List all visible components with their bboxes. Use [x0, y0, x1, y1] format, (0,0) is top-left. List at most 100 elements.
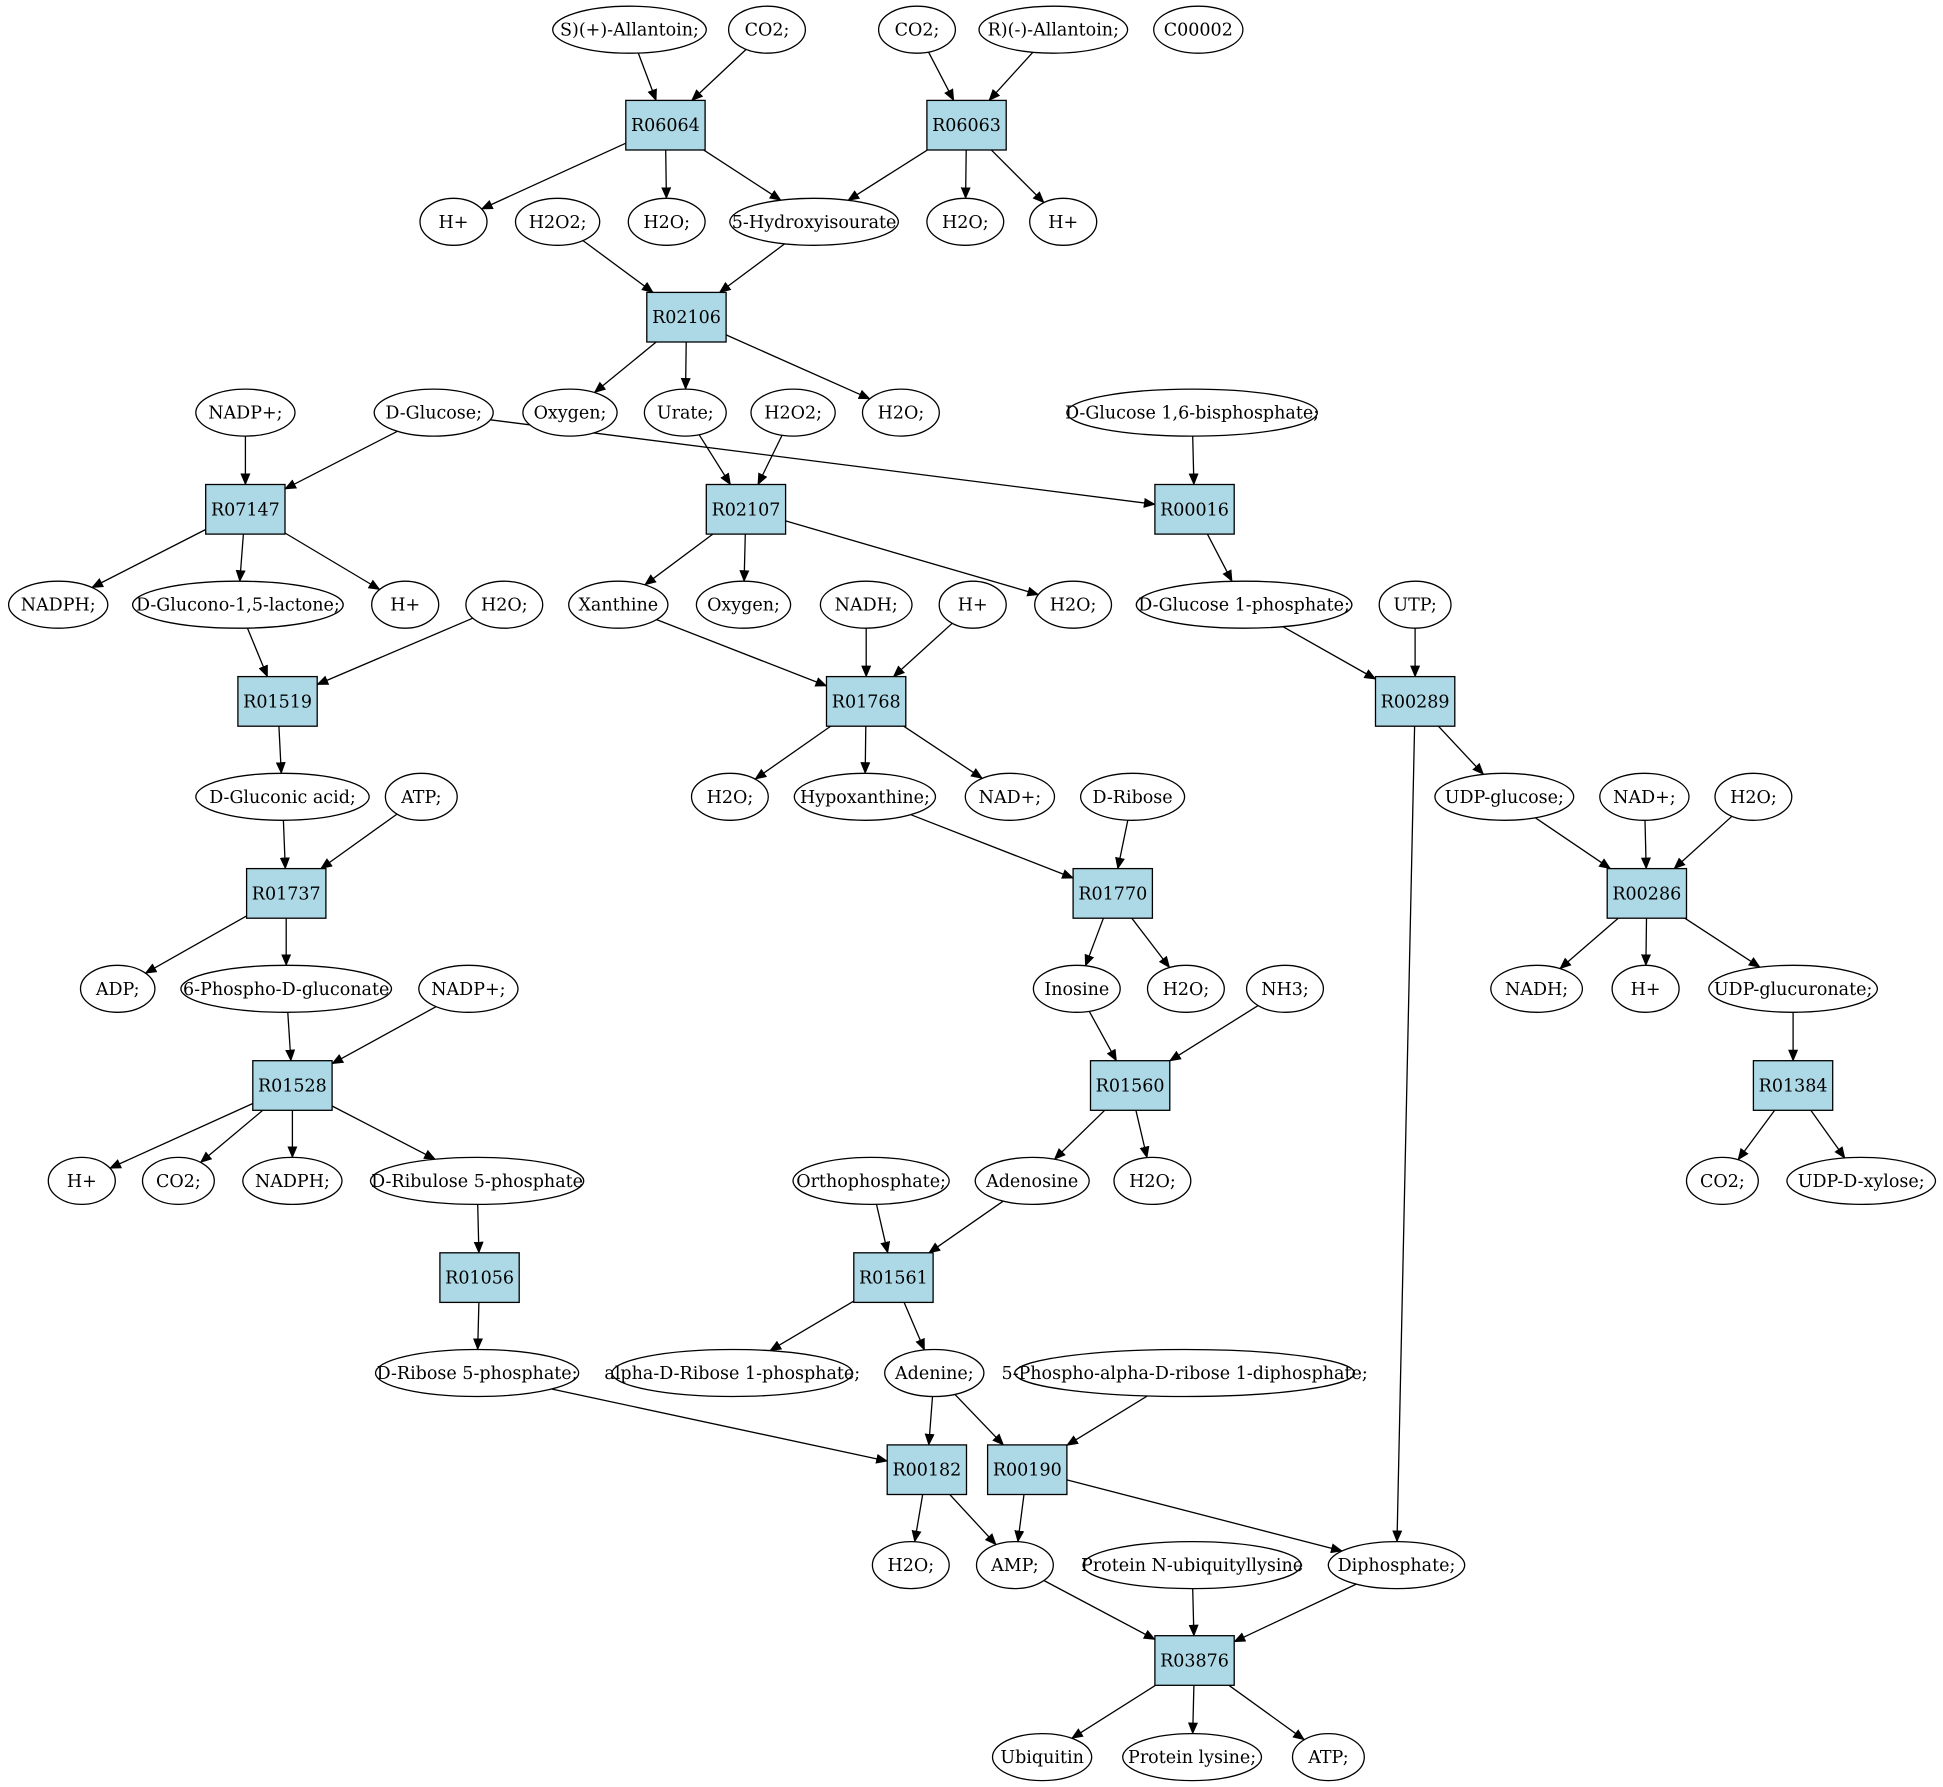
reaction-node-r06064[interactable]: R06064 [625, 99, 706, 151]
compound-node-dglucose[interactable]: D-Glucose; [373, 388, 494, 437]
compound-node-udpglucuronate[interactable]: UDP-glucuronate; [1708, 964, 1879, 1013]
compound-node-h2o-d[interactable]: H2O; [465, 580, 544, 629]
compound-node-h2o-c[interactable]: H2O; [861, 388, 940, 437]
compound-node-pnub[interactable]: Protein N-ubiquityllysine [1081, 1540, 1303, 1590]
compound-node-diphosphate[interactable]: Diphosphate; [1327, 1540, 1466, 1590]
compound-node-nadp-a[interactable]: NADP+; [195, 388, 296, 437]
compound-node-dribose[interactable]: D-Ribose [1079, 772, 1186, 821]
node-label: S)(+)-Allantoin; [560, 21, 699, 41]
compound-node-orthophosphate[interactable]: Orthophosphate; [792, 1156, 950, 1206]
compound-node-hplus-d[interactable]: H+ [938, 580, 1007, 629]
compound-node-co2-a[interactable]: CO2; [727, 5, 807, 54]
compound-node-h2o-g[interactable]: H2O; [1714, 772, 1793, 821]
compound-node-h2o-e[interactable]: H2O; [1034, 580, 1113, 629]
compound-node-oxygen-a[interactable]: Oxygen; [522, 388, 618, 437]
edge-c_adenine-to-r_R00190 [954, 1393, 1005, 1446]
compound-node-r5p[interactable]: D-Ribose 5-phosphate; [374, 1348, 580, 1398]
compound-node-amp[interactable]: AMP; [975, 1540, 1054, 1590]
compound-node-hypoxanthine[interactable]: Hypoxanthine; [793, 772, 937, 821]
compound-node-glucono[interactable]: D-Glucono-1,5-lactone; [131, 580, 344, 629]
compound-node-plysine[interactable]: Protein lysine; [1122, 1732, 1263, 1782]
compound-node-inosine[interactable]: Inosine [1032, 964, 1121, 1013]
compound-node-nad-a[interactable]: NAD+; [964, 772, 1056, 821]
compound-node-utp[interactable]: UTP; [1378, 580, 1452, 629]
reaction-node-r00289[interactable]: R00289 [1374, 675, 1456, 727]
compound-node-hplus-c[interactable]: H+ [371, 580, 440, 629]
compound-node-nad-b[interactable]: NAD+; [1599, 772, 1690, 821]
compound-node-6pg[interactable]: 6-Phospho-D-gluconate [180, 964, 393, 1013]
reaction-node-r01519[interactable]: R01519 [237, 675, 318, 727]
reaction-node-r02107[interactable]: R02107 [705, 483, 787, 535]
compound-node-h2o-a[interactable]: H2O; [627, 197, 706, 246]
compound-node-oxygen-b[interactable]: Oxygen; [695, 580, 792, 629]
reaction-node-r01384[interactable]: R01384 [1752, 1060, 1834, 1111]
compound-ellipse [974, 1156, 1090, 1206]
edge-c_r5p-to-r_R00182 [551, 1388, 889, 1464]
compound-node-co2-c[interactable]: CO2; [141, 1156, 215, 1206]
edge-r_R01561-to-c_adenine [903, 1302, 925, 1351]
compound-node-udpglucose[interactable]: UDP-glucose; [1434, 772, 1575, 821]
compound-node-nadph-a[interactable]: NADPH; [7, 580, 109, 629]
compound-node-hplus-b[interactable]: H+ [1029, 197, 1098, 246]
compound-node-h2o2-a[interactable]: H2O2; [514, 197, 601, 246]
compound-node-nadh-b[interactable]: NADH; [1490, 964, 1584, 1013]
node-label: Protein lysine; [1128, 1748, 1256, 1768]
compound-node-hplus-f[interactable]: H+ [47, 1156, 116, 1206]
compound-node-gluconic[interactable]: D-Gluconic acid; [195, 772, 370, 821]
compound-node-co2-d[interactable]: CO2; [1685, 1156, 1759, 1206]
edge-r_R06063-to-c_h2o_b [960, 149, 971, 200]
compound-node-h2o-b[interactable]: H2O; [926, 197, 1005, 246]
compound-node-urate[interactable]: Urate; [643, 388, 727, 437]
compound-node-h2o-f[interactable]: H2O; [690, 772, 769, 821]
reaction-node-r01561[interactable]: R01561 [853, 1252, 934, 1304]
compound-node-h2o2-b[interactable]: H2O2; [750, 388, 836, 437]
compound-node-r-allantoin[interactable]: R)(-)-Allantoin; [978, 5, 1129, 54]
compound-node-udpxylose[interactable]: UDP-D-xylose; [1786, 1156, 1937, 1206]
reaction-node-r07147[interactable]: R07147 [205, 483, 286, 535]
compound-node-g1p[interactable]: D-Glucose 1-phosphate; [1135, 580, 1353, 629]
reaction-node-r01768[interactable]: R01768 [825, 675, 907, 727]
edge-r_R00016-to-c_g1p [1206, 533, 1233, 583]
compound-node-hplus-e[interactable]: H+ [1611, 964, 1680, 1013]
compound-node-adenine[interactable]: Adenine; [884, 1348, 985, 1398]
reaction-node-r02106[interactable]: R02106 [646, 291, 727, 343]
compound-node-ru5p[interactable]: D-Ribulose 5-phosphate [369, 1156, 585, 1206]
compound-node-atp-b[interactable]: ATP; [1291, 1732, 1365, 1782]
compound-node-nh3[interactable]: NH3; [1245, 964, 1325, 1013]
compound-node-adenosine[interactable]: Adenosine [974, 1156, 1090, 1206]
reaction-node-r06063[interactable]: R06063 [926, 99, 1007, 151]
compound-node-c00002[interactable]: C00002 [1153, 5, 1244, 54]
compound-node-h2o-j[interactable]: H2O; [871, 1540, 950, 1590]
compound-node-hplus-a[interactable]: H+ [419, 197, 488, 246]
compound-node-nadph-b[interactable]: NADPH; [242, 1156, 343, 1206]
compound-node-g16bp[interactable]: D-Glucose 1,6-bisphosphate; [1065, 388, 1319, 437]
reaction-node-r01737[interactable]: R01737 [245, 867, 327, 919]
reaction-node-r01560[interactable]: R01560 [1089, 1060, 1171, 1111]
reaction-node-r01528[interactable]: R01528 [252, 1060, 333, 1111]
node-label: UDP-glucose; [1445, 788, 1564, 808]
reaction-node-r00190[interactable]: R00190 [986, 1444, 1068, 1496]
compound-node-5hiu[interactable]: 5-Hydroxyisourate [729, 197, 900, 246]
compound-node-ubiquitin[interactable]: Ubiquitin [991, 1732, 1093, 1782]
compound-node-adp[interactable]: ADP; [79, 964, 156, 1013]
compound-node-prpp[interactable]: 5-Phospho-alpha-D-ribose 1-diphosphate; [1001, 1348, 1368, 1398]
edge-r_R01560-to-c_adenosine [1053, 1109, 1106, 1160]
compound-node-s-allantoin[interactable]: S)(+)-Allantoin; [552, 5, 707, 54]
node-label: NADH; [835, 596, 898, 616]
compound-node-atp-a[interactable]: ATP; [384, 772, 458, 821]
node-label: C00002 [1164, 21, 1233, 41]
compound-node-h2o-h[interactable]: H2O; [1146, 964, 1225, 1013]
reaction-node-r03876[interactable]: R03876 [1154, 1635, 1235, 1686]
compound-node-xanthine[interactable]: Xanthine [568, 580, 669, 629]
compound-node-h2o-i[interactable]: H2O; [1113, 1156, 1192, 1206]
compound-node-nadh-a[interactable]: NADH; [819, 580, 913, 629]
edge-r_R03876-to-c_ubiquitin [1070, 1684, 1156, 1739]
compound-node-adr1p[interactable]: alpha-D-Ribose 1-phosphate; [604, 1348, 860, 1398]
reaction-node-r00182[interactable]: R00182 [886, 1444, 968, 1496]
reaction-node-r01770[interactable]: R01770 [1072, 867, 1154, 919]
reaction-node-r00016[interactable]: R00016 [1154, 483, 1235, 535]
reaction-node-r01056[interactable]: R01056 [439, 1252, 520, 1304]
reaction-node-r00286[interactable]: R00286 [1606, 867, 1688, 919]
compound-node-co2-b[interactable]: CO2; [877, 5, 957, 54]
compound-node-nadp-b[interactable]: NADP+; [418, 964, 519, 1013]
